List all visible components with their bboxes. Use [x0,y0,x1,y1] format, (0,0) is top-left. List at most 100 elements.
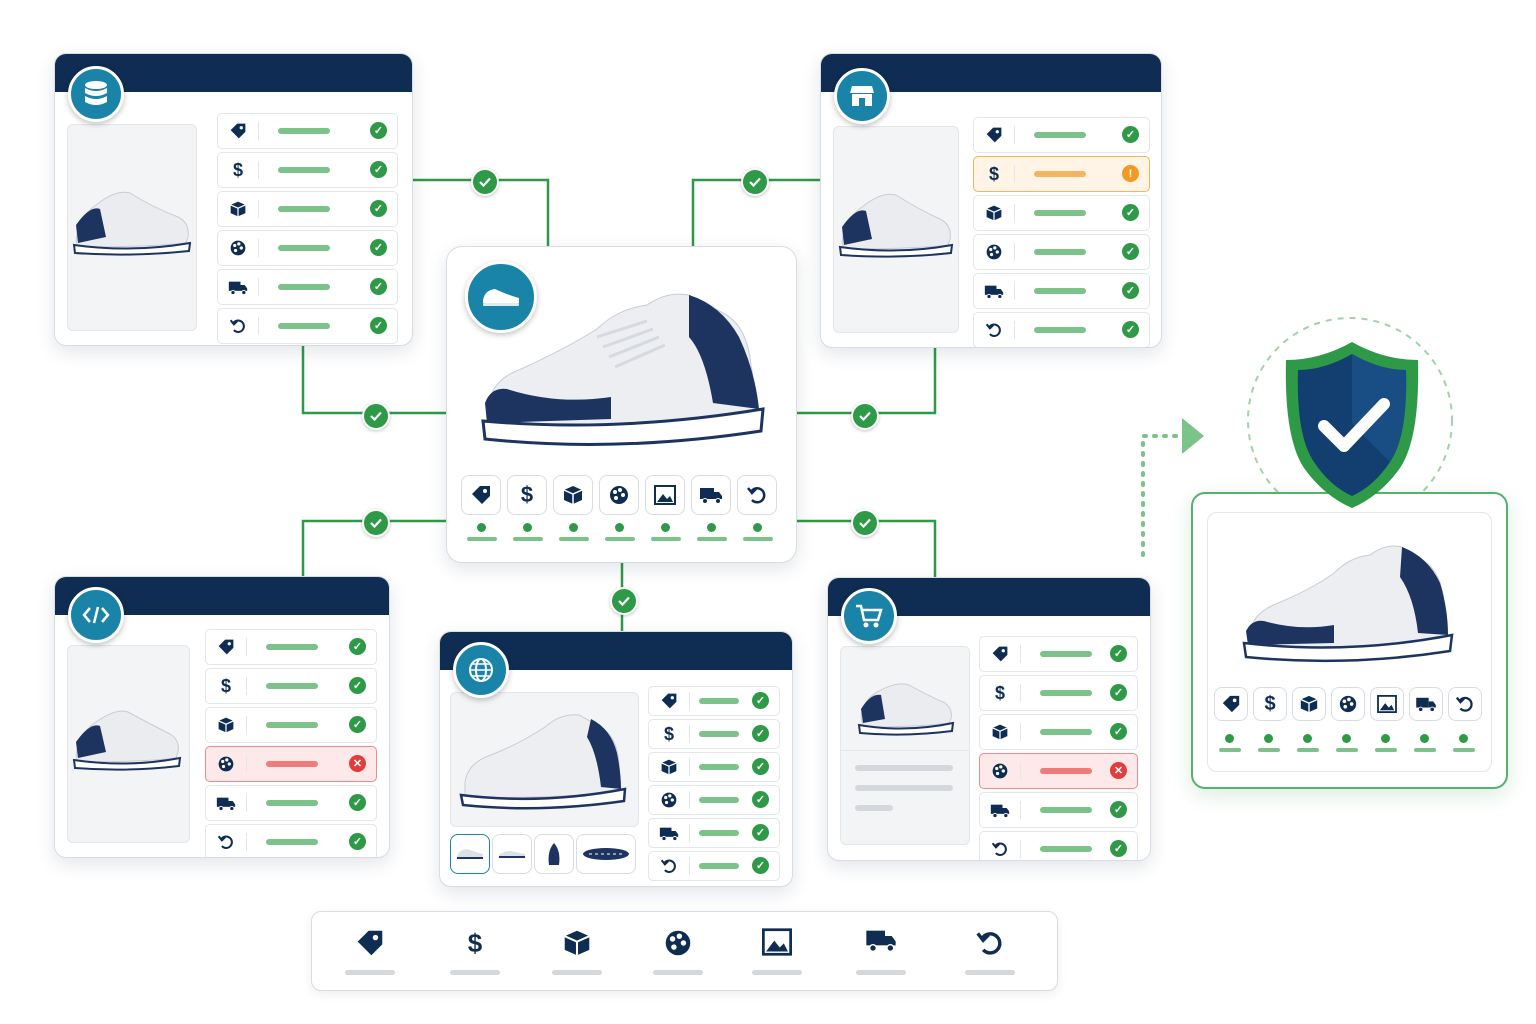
row-divider [258,122,259,140]
attribute-row[interactable]: ✓ [979,636,1138,672]
row-divider [689,758,690,776]
channel-panel-cart: ✓$✓✓✕✓✓ [827,577,1151,861]
tag-icon[interactable] [461,475,501,515]
verified-product-card: $ [1191,492,1508,789]
attribute-row[interactable]: $✓ [648,719,780,749]
attribute-row[interactable]: ✓ [979,714,1138,750]
error-icon: ✕ [1110,762,1127,779]
row-divider [246,755,247,773]
attribute-row[interactable]: ✓ [217,308,398,344]
value-bar [278,167,330,173]
row-divider [1020,762,1021,780]
attribute-row[interactable]: $✓ [217,152,398,188]
row-divider [246,677,247,695]
wire-store-bottom [796,346,937,415]
attribute-row[interactable]: ✓ [217,191,398,227]
attribute-row[interactable]: ✓ [648,851,780,881]
sneaker-icon [857,683,955,736]
return-icon [965,928,1015,975]
row-divider [1014,243,1015,261]
box-icon [216,715,236,735]
gallery-thumb[interactable] [534,834,574,874]
attribute-row[interactable]: ✕ [205,746,377,782]
attribute-row[interactable]: ✓ [648,752,780,782]
sneaker-icon [838,193,954,258]
channel-panel-store: ✓$!✓✓✓✓ [820,53,1162,348]
attribute-row[interactable]: ✓ [648,818,780,848]
value-bar [699,797,739,803]
attribute-row[interactable]: ✓ [217,113,398,149]
value-bar [1034,288,1086,294]
row-divider [258,278,259,296]
attribute-row[interactable]: ✓ [205,707,377,743]
wire-store-top [691,178,820,246]
truck-icon[interactable] [691,475,731,515]
attribute-row[interactable]: $✓ [979,675,1138,711]
product-thumbnail [67,645,190,843]
attribute-row[interactable]: ✓ [217,230,398,266]
attribute-rows: ✓$✓✓✓✓✓ [217,113,398,345]
attribute-row[interactable]: ✓ [979,831,1138,860]
dollar-icon: $ [450,928,500,975]
attribute-row[interactable]: $✓ [205,668,377,704]
dollar-icon[interactable]: $ [507,475,547,515]
sync-indicator [1219,734,1241,752]
attribute-row[interactable]: ✓ [648,785,780,815]
check-icon: ✓ [1110,723,1127,740]
row-divider [689,692,690,710]
wire-database-top [412,178,550,246]
value-bar [266,839,318,845]
value-bar [1034,210,1086,216]
value-bar [1040,651,1092,657]
return-icon[interactable] [737,475,777,515]
check-icon: ✓ [752,857,769,874]
attribute-row[interactable]: ✓ [205,785,377,821]
gallery-thumb[interactable] [492,834,532,874]
row-divider [1014,204,1015,222]
color-palette-icon[interactable] [599,475,639,515]
attribute-row[interactable]: ✕ [979,753,1138,789]
attribute-row[interactable]: ✓ [973,312,1150,347]
tag-icon [984,125,1004,145]
value-bar [278,128,330,134]
attribute-row[interactable]: ✓ [205,824,377,857]
product-thumbnail [67,124,197,331]
attribute-row[interactable]: ✓ [973,117,1150,153]
check-icon: ✓ [370,122,387,139]
box-icon[interactable] [553,475,593,515]
check-icon: ✓ [1122,282,1139,299]
tag-icon [659,691,679,711]
color-palette-icon [990,761,1010,781]
cart-icon [841,588,897,644]
attribute-row[interactable]: ✓ [973,273,1150,309]
value-bar [699,863,739,869]
check-icon: ✓ [1110,684,1127,701]
check-icon: ✓ [752,791,769,808]
check-icon: ✓ [752,824,769,841]
row-divider [689,857,690,875]
attribute-row[interactable]: ✓ [973,195,1150,231]
attribute-row[interactable]: ✓ [205,629,377,665]
sync-indicator [467,523,497,541]
row-divider [1020,801,1021,819]
check-icon: ✓ [1122,204,1139,221]
sneaker-icon [72,191,192,256]
dollar-icon: $ [220,675,231,696]
gallery-thumb[interactable] [576,834,636,874]
attribute-row[interactable]: ✓ [979,792,1138,828]
value-bar [1040,690,1092,696]
truck-icon [1409,687,1443,721]
attribute-row[interactable]: ✓ [217,269,398,305]
attribute-row[interactable]: ✓ [648,686,780,716]
value-bar [266,722,318,728]
attribute-row[interactable]: $! [973,156,1150,192]
value-bar [1034,249,1086,255]
image-icon[interactable] [645,475,685,515]
value-bar [278,206,330,212]
attribute-row[interactable]: ✓ [973,234,1150,270]
value-bar [266,800,318,806]
row-divider [1014,321,1015,339]
check-node [362,509,390,537]
gallery-thumb[interactable] [450,834,490,874]
truck-icon [856,928,906,975]
